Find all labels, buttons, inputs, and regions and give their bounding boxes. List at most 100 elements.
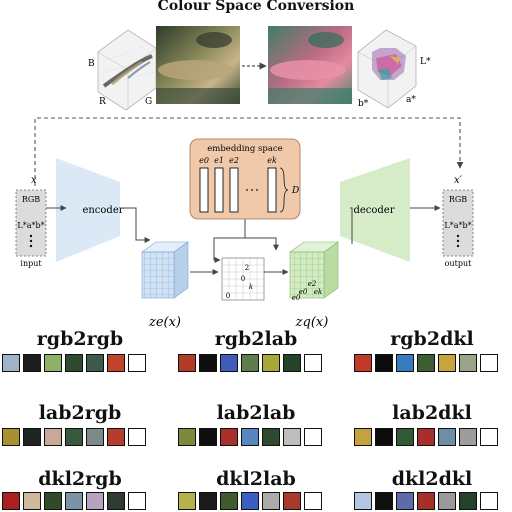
output-space-rgb: RGB <box>449 195 467 204</box>
palette-swatch <box>23 428 41 446</box>
palette-title-lab2lab: lab2lab <box>216 402 296 424</box>
zq-label: zq(x) <box>295 315 329 330</box>
embedding-e0: e0 <box>199 156 209 165</box>
palette-swatch <box>241 492 259 510</box>
embedding-vectors <box>199 167 289 213</box>
palette-swatch <box>262 354 280 372</box>
palette-swatch <box>283 428 301 446</box>
palette-swatch <box>480 428 498 446</box>
palette-swatch <box>220 428 238 446</box>
zq-to-decoder-line <box>350 207 353 244</box>
embedding-to-zq-arrow <box>245 237 279 251</box>
palette-swatch <box>86 492 104 510</box>
palette-swatch <box>354 354 372 372</box>
palette-swatch <box>199 428 217 446</box>
embedding-e2: e2 <box>229 156 239 165</box>
embedding-dim-label: D <box>291 186 299 196</box>
palette-swatch <box>65 428 83 446</box>
palette-swatches-rgb2dkl <box>354 354 498 372</box>
palette-swatch <box>241 354 259 372</box>
palette-swatch <box>304 354 322 372</box>
input-space-lab: L*a*b* <box>17 221 44 230</box>
palette-swatch <box>178 492 196 510</box>
palette-swatch <box>283 492 301 510</box>
zq-label-e2: e2 <box>308 280 317 288</box>
palette-swatch <box>304 492 322 510</box>
palette-swatch <box>199 492 217 510</box>
embedding-ek: ek <box>267 156 277 165</box>
zq-label-e0b: e0 <box>292 294 301 302</box>
input-caption: input <box>20 259 42 268</box>
palette-title-rgb2rgb: rgb2rgb <box>36 328 124 350</box>
palette-swatch <box>354 492 372 510</box>
zq-cube <box>289 241 339 299</box>
palette-swatch <box>262 492 280 510</box>
axis-b-label: B <box>88 59 95 69</box>
palette-swatch <box>438 492 456 510</box>
palette-swatch <box>375 492 393 510</box>
palette-swatch <box>417 428 435 446</box>
encoder-label: encoder <box>82 205 123 216</box>
palette-swatch <box>107 428 125 446</box>
rgb-scatter-plot <box>97 29 157 111</box>
ze-label: ze(x) <box>148 315 181 330</box>
palette-swatch <box>178 428 196 446</box>
palette-swatch <box>128 492 146 510</box>
grid-digit-k: k <box>249 283 253 291</box>
axis-r-label: R <box>99 97 106 107</box>
x-label: x <box>31 175 37 186</box>
palette-swatch <box>128 354 146 372</box>
palette-swatch <box>86 354 104 372</box>
palette-swatch <box>375 428 393 446</box>
palette-title-dkl2rgb: dkl2rgb <box>38 468 122 490</box>
decoder-block <box>340 158 410 262</box>
embedding-to-grid-arrow <box>213 219 246 263</box>
palette-swatch <box>44 428 62 446</box>
palette-swatch <box>128 428 146 446</box>
output-caption: output <box>445 259 472 268</box>
encoder-block <box>56 158 120 262</box>
palette-swatch <box>2 354 20 372</box>
axis-g-label: G <box>145 97 152 107</box>
palette-swatch <box>86 428 104 446</box>
palette-title-lab2dkl: lab2dkl <box>392 402 472 424</box>
palette-swatch <box>396 492 414 510</box>
output-space-lab: L*a*b* <box>444 221 471 230</box>
palette-swatch <box>23 492 41 510</box>
palette-swatch <box>375 354 393 372</box>
palette-swatch <box>220 492 238 510</box>
ze-cube <box>141 241 189 299</box>
palette-swatch <box>459 492 477 510</box>
palette-swatches-lab2dkl <box>354 428 498 446</box>
palette-swatch <box>283 354 301 372</box>
palette-swatch <box>438 354 456 372</box>
palette-swatch <box>480 492 498 510</box>
palette-title-dkl2dkl: dkl2dkl <box>391 468 473 490</box>
palette-swatch <box>220 354 238 372</box>
zq-label-e0: e0 <box>299 288 308 296</box>
embedding-e1: e1 <box>214 156 224 165</box>
input-space-rgb: RGB <box>22 195 40 204</box>
palette-swatch <box>459 428 477 446</box>
palette-title-dkl2lab: dkl2lab <box>216 468 296 490</box>
grid-digit-0b: 0 <box>226 292 230 300</box>
embedding-title: embedding space <box>207 144 282 154</box>
grid-digit-0: 0 <box>241 275 245 283</box>
axis-a-label: a* <box>406 95 416 105</box>
encoder-to-ze-arrow <box>120 207 151 243</box>
output-ellipsis <box>456 234 460 248</box>
axis-bstar-label: b* <box>358 99 369 109</box>
palette-swatch <box>65 354 83 372</box>
palette-swatch <box>396 428 414 446</box>
palette-swatches-dkl2dkl <box>354 492 498 510</box>
palette-swatch <box>65 492 83 510</box>
palette-swatch <box>2 492 20 510</box>
palette-swatch <box>459 354 477 372</box>
x-prime-label: x′ <box>454 175 463 186</box>
palette-swatch <box>107 492 125 510</box>
palette-swatch <box>396 354 414 372</box>
axis-l-label: L* <box>420 57 431 67</box>
grid-digit-2: 2 <box>245 264 249 272</box>
zq-label-ek: ek <box>314 288 322 296</box>
